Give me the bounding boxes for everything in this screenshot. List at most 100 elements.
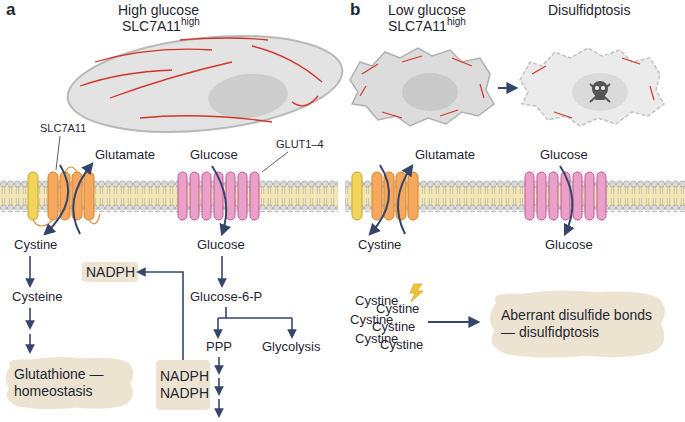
cofactor-box: NADPH [82, 262, 138, 282]
actin-fibre [532, 66, 546, 74]
cell-body [63, 24, 347, 144]
cell-nucleus [402, 73, 458, 111]
pathway-arrow [218, 357, 220, 373]
helix [190, 172, 199, 220]
metabolite-label: Cystine [380, 338, 423, 353]
actin-fibre [650, 86, 654, 100]
helix [537, 172, 546, 220]
actin-fibres [360, 56, 484, 118]
transport-arrow [370, 165, 389, 234]
helix [28, 172, 38, 220]
actin-fibre [452, 58, 472, 66]
actin-fibre [622, 58, 640, 64]
actin-fibre [80, 70, 172, 86]
cell-nucleus [206, 70, 290, 122]
condition-label: SLC7A11 [122, 18, 181, 34]
helix [525, 172, 534, 220]
cell-nucleus [572, 73, 628, 111]
lightning-symbol [410, 284, 423, 302]
panel-letter: b [350, 0, 360, 20]
helix [573, 172, 582, 220]
node-text: NADPH NADPH [160, 368, 206, 402]
node-content: Glutathione — homeostasis [2, 355, 137, 411]
skull-symbol [590, 81, 610, 102]
pathway-arrow [221, 256, 223, 286]
metabolite-label: Glucose [540, 148, 588, 163]
cell-body [350, 48, 494, 126]
helix [352, 172, 362, 220]
metabolite-label: Glucose [545, 238, 593, 253]
actin-fibres [532, 58, 654, 118]
metabolite-label: Glucose [197, 238, 245, 253]
helix [238, 172, 247, 220]
helix [84, 172, 94, 220]
actin-fibre [402, 56, 422, 62]
node-content: NADPH [82, 262, 138, 282]
condition-label: Low glucose [388, 2, 466, 18]
actin-fibre [140, 116, 272, 122]
pathway-connector [138, 272, 183, 360]
skull-jaw [595, 94, 605, 100]
outcome-label: Disulfidptosis [548, 2, 630, 18]
helix [202, 172, 211, 220]
condition-label: High glucose [118, 2, 199, 18]
dying-cell [520, 48, 664, 126]
metabolite-label: Glucose [190, 148, 238, 163]
helix [549, 172, 558, 220]
skull-eye [601, 86, 605, 90]
node-text: NADPH [86, 264, 134, 281]
actin-fibre [110, 62, 232, 98]
actin-fibre [292, 96, 318, 106]
transport-arrow [398, 166, 412, 234]
transport-arrow [73, 164, 92, 234]
transport-arrows [45, 164, 572, 234]
branch-line [218, 307, 292, 318]
helix [585, 172, 594, 220]
actin-fibre [360, 86, 366, 96]
metabolite-label: Glutamate [95, 148, 155, 163]
node-content: NADPH NADPH [156, 360, 210, 410]
superscript: high [181, 16, 200, 28]
protein-loop [33, 167, 100, 226]
helix [226, 172, 235, 220]
helix [178, 172, 187, 220]
pathway-arrow [217, 318, 219, 337]
transition-arrow [498, 87, 516, 89]
transport-arrow [212, 166, 226, 234]
helix [408, 172, 418, 220]
metabolite-label: Cystine [14, 238, 57, 253]
helix [372, 172, 382, 220]
transport-arrow [560, 166, 572, 234]
actin-fibre [362, 64, 378, 74]
helix [597, 172, 606, 220]
panel-letter: a [6, 0, 15, 20]
glut-transporter [525, 172, 606, 220]
metabolite-label: Glutamate [415, 148, 475, 163]
cofactor-box: NADPH NADPH [156, 360, 210, 410]
pathway-arrow [29, 256, 31, 286]
node-text: Aberrant disulfide bonds — disulfidptosi… [501, 307, 654, 341]
pathway-arrow [218, 399, 220, 416]
actin-fibre [480, 84, 484, 98]
actin-fibres [80, 38, 322, 122]
pathway-label: Glycolysis [262, 340, 321, 355]
skull-eye [595, 86, 599, 90]
helix [250, 172, 259, 220]
actin-fibre [440, 110, 458, 116]
helix [561, 172, 570, 220]
condition-label: SLC7A11 [388, 18, 447, 34]
blob-fill [6, 357, 134, 409]
protein-label: SLC7A11 [40, 122, 86, 135]
leader-line [56, 136, 60, 170]
pathway-arrow [29, 308, 31, 328]
actin-fibre [554, 112, 572, 118]
metabolite-label: Cystine [358, 238, 401, 253]
outcome-blob: Aberrant disulfide bonds — disulfidptosi… [485, 288, 670, 360]
leader-line [262, 152, 288, 172]
helix [48, 172, 58, 220]
actin-fibre [382, 112, 402, 118]
node-content: Aberrant disulfide bonds — disulfidptosi… [485, 288, 670, 360]
metabolite-label: Cysteine [12, 290, 63, 305]
actin-fibre [252, 46, 322, 82]
